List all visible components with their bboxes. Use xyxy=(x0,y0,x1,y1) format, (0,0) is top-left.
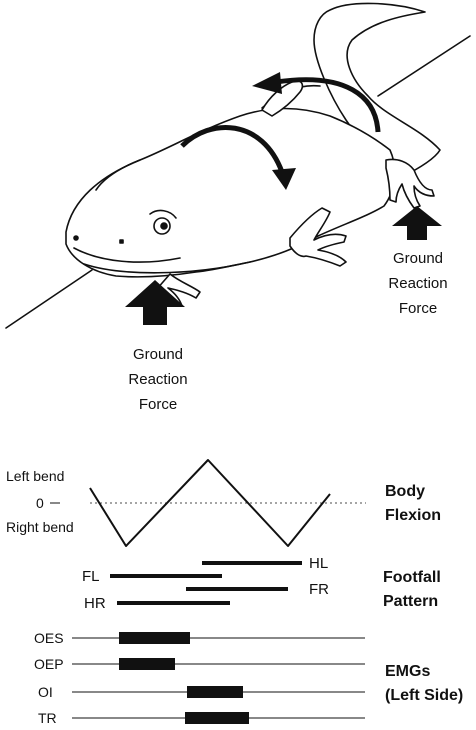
footfall-panel: HL FL FR HR Footfall Pattern xyxy=(82,555,441,612)
grf-left-line3: Force xyxy=(139,396,177,413)
emg-burst-oes xyxy=(119,632,190,644)
footfall-title-1: Footfall xyxy=(383,569,441,586)
footfall-label-hr: HR xyxy=(84,595,106,612)
ground-line-left xyxy=(6,270,92,328)
right-bend-label: Right bend xyxy=(6,519,74,535)
left-bend-label: Left bend xyxy=(6,468,64,484)
emg-title-2: (Left Side) xyxy=(385,687,463,704)
emg-label-oep: OEP xyxy=(34,656,64,672)
footfall-label-fl: FL xyxy=(82,568,100,585)
emg-label-oes: OES xyxy=(34,630,64,646)
head-mark xyxy=(120,240,123,243)
ground-reaction-label-left: Ground Reaction Force xyxy=(128,346,187,413)
grf-right-line1: Ground xyxy=(393,250,443,267)
emg-label-tr: TR xyxy=(38,710,57,726)
emg-panel: OES OEP OI TR EMGs (Left Side) xyxy=(34,630,463,726)
salamander-body xyxy=(66,109,395,277)
up-arrow-icon xyxy=(392,206,442,240)
emg-burst-oi xyxy=(187,686,243,698)
body-flexion-title-1: Body xyxy=(385,483,425,500)
ground-line-right xyxy=(378,36,470,96)
footfall-title-2: Pattern xyxy=(383,593,438,610)
footfall-label-fr: FR xyxy=(309,581,329,598)
grf-left-line1: Ground xyxy=(133,346,183,363)
body-flexion-title-2: Flexion xyxy=(385,507,441,524)
body-flexion-panel: Left bend 0 Right bend Body Flexion xyxy=(6,460,441,546)
emg-burst-oep xyxy=(119,658,175,670)
footfall-label-hl: HL xyxy=(309,555,328,572)
emg-label-oi: OI xyxy=(38,684,53,700)
ground-reaction-label-right: Ground Reaction Force xyxy=(388,250,447,317)
grf-left-line2: Reaction xyxy=(128,371,187,388)
eye-pupil xyxy=(161,223,167,229)
grf-right-line2: Reaction xyxy=(388,275,447,292)
emg-title-1: EMGs xyxy=(385,663,430,680)
hind-leg xyxy=(386,159,434,208)
nostril xyxy=(74,236,78,240)
grf-right-line3: Force xyxy=(399,300,437,317)
emg-burst-tr xyxy=(185,712,249,724)
zero-label: 0 xyxy=(36,495,44,511)
